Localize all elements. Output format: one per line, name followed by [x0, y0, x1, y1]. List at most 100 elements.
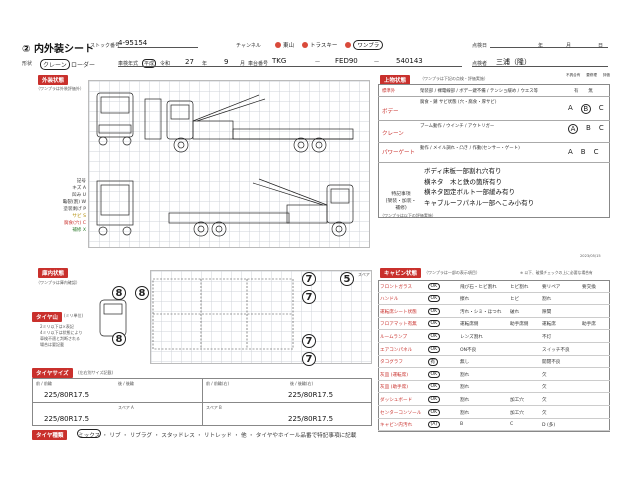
grade-option[interactable]: 有	[574, 89, 579, 94]
cab-option[interactable]: 不灯	[542, 334, 552, 340]
cab-option[interactable]: (A)	[428, 421, 440, 429]
era-selected: 平成	[142, 59, 157, 68]
cab-option[interactable]: OK	[428, 282, 440, 290]
cab-option[interactable]: 要交換	[582, 284, 596, 290]
cab-option[interactable]: 欠	[542, 385, 547, 391]
grade-option-selected[interactable]: A	[568, 124, 578, 134]
shape-value: クレーン	[40, 59, 70, 70]
chassis-drawing	[152, 278, 294, 350]
col-header: 要修理	[586, 73, 597, 77]
tire-note: 2ミリ以下は×表記	[40, 324, 74, 329]
channel-option[interactable]: トラスキー	[310, 43, 338, 49]
grade-option[interactable]: A	[568, 148, 573, 156]
cab-option[interactable]: 欠	[542, 410, 547, 416]
legend-item: 塗装剥げ P	[63, 207, 86, 212]
cab-option[interactable]: ON不良	[460, 347, 477, 353]
serial: 540143	[396, 57, 423, 65]
cab-option[interactable]: OK	[428, 320, 440, 328]
top-condition-head: 上物状態	[380, 75, 411, 85]
exterior-note: （ワンプラは外装評価外）	[36, 86, 84, 91]
tire-type-head: タイヤ種類	[32, 430, 68, 440]
cab-option[interactable]: OK	[428, 383, 440, 391]
cab-option[interactable]: スイッチ不良	[542, 347, 570, 353]
cab-option[interactable]: OK	[428, 370, 440, 378]
cab-option[interactable]: 割れ	[460, 410, 470, 416]
tire-note: 4ミリ以下は状態により	[40, 330, 83, 335]
cab-option[interactable]: OK	[428, 408, 440, 416]
grade-option[interactable]: 無	[588, 89, 593, 94]
special-label: 特記事項 (架装・加装・補修)	[385, 192, 417, 211]
legend-title: 記号	[76, 179, 86, 184]
truck-exterior-drawing	[96, 92, 354, 237]
cab-option[interactable]: 要リペア	[542, 284, 561, 290]
cab-option[interactable]: OK	[428, 332, 440, 340]
grade-option[interactable]: A	[568, 104, 573, 112]
cab-option[interactable]: OK	[428, 307, 440, 315]
top-condition-note: （ワンプラは下記の点検・評価実施）	[420, 76, 488, 81]
year-label: 年	[538, 43, 544, 49]
tire-size-front: 225/80R17.5	[44, 391, 90, 399]
month-label: 月	[566, 43, 572, 49]
cab-option[interactable]: 無し	[460, 360, 470, 366]
cab-option[interactable]: ヒビ	[510, 297, 520, 303]
tire-size-note: (左右別サイズ記載)	[78, 370, 114, 375]
grade-option[interactable]: B	[580, 148, 586, 156]
cab-note-right: ※ 以下、破損チェックの上に必要な場合有	[520, 270, 593, 275]
cab-option[interactable]: OK	[428, 395, 440, 403]
col-header: 不具合有	[566, 73, 581, 77]
cab-option[interactable]: 擦れ	[460, 297, 470, 303]
cab-option[interactable]: D (多)	[542, 423, 556, 429]
cab-option[interactable]: 助手席	[582, 322, 596, 328]
grade-option[interactable]: C	[593, 148, 599, 156]
item-label: パワーゲート	[382, 150, 416, 156]
cab-option[interactable]: 欠	[542, 372, 547, 378]
spare-b-label: スペア B	[206, 405, 222, 410]
cab-option[interactable]: C	[510, 422, 514, 428]
tire-size-spare-b: 225/80R17.5	[288, 415, 334, 423]
cab-option[interactable]: 割れ	[460, 372, 470, 378]
cab-option[interactable]: 運転席側	[460, 322, 479, 328]
channel-dot-icon	[302, 42, 309, 48]
tire-note: 車検不適と判断される	[40, 336, 80, 341]
grade-option[interactable]: C	[598, 124, 604, 132]
cab-option[interactable]: 助手席側	[510, 322, 529, 328]
grade-option[interactable]: C	[598, 104, 604, 112]
cab-option[interactable]: 破れ	[510, 309, 520, 315]
grade-option[interactable]: B	[586, 124, 591, 132]
cab-option[interactable]: 汚れ・シミ・ほつれ	[460, 309, 502, 315]
cab-option[interactable]: 割れ	[460, 397, 470, 403]
cab-row-label: センターコンソール	[380, 410, 422, 416]
cab-option[interactable]: 有	[428, 358, 438, 367]
cab-option[interactable]: 飛び石・ヒビ割れ	[460, 284, 497, 290]
shape-suffix: ローダー	[71, 62, 96, 69]
cab-option[interactable]: OK	[428, 345, 440, 353]
grade-option-selected[interactable]: B	[580, 104, 591, 114]
tire-note: 場合は要記載	[40, 342, 64, 347]
cab-option[interactable]: レンズ割れ	[460, 334, 483, 340]
cab-option[interactable]: 運転席	[542, 322, 556, 328]
channel-option[interactable]: 東山	[283, 43, 295, 49]
tire-type-selected-mark	[77, 429, 101, 438]
exterior-head: 外装状態	[38, 75, 69, 85]
cab-option[interactable]: 割れ	[542, 297, 552, 303]
cab-option[interactable]: 加工穴	[510, 410, 524, 416]
cab-option[interactable]: ヒビ割れ	[510, 284, 529, 290]
cab-head: キャビン状態	[380, 268, 422, 278]
cab-option[interactable]: 加工穴	[510, 397, 524, 403]
cab-option[interactable]: 割れ	[460, 385, 470, 391]
cab-row-label: ダッシュボード	[380, 397, 413, 403]
cab-option[interactable]: 開閉不良	[542, 360, 561, 366]
cab-option[interactable]: 欠	[542, 397, 547, 403]
cab-option[interactable]: B	[460, 422, 464, 428]
cab-option[interactable]: 隙間	[542, 309, 552, 315]
cab-option[interactable]: OK	[428, 295, 440, 303]
channel-option-selected[interactable]: ワンプラ	[353, 40, 384, 50]
tire-depth-spare: 5	[340, 272, 354, 286]
col-header: 評価	[602, 73, 610, 77]
legend-item: 凹み U	[71, 193, 86, 198]
reg-month-unit: 月	[240, 61, 246, 67]
tire-type-options[interactable]: ミックス ・ リブ ・ リブラグ ・ スタッドレス ・ リトレッド ・ 他 ・ …	[78, 433, 357, 439]
